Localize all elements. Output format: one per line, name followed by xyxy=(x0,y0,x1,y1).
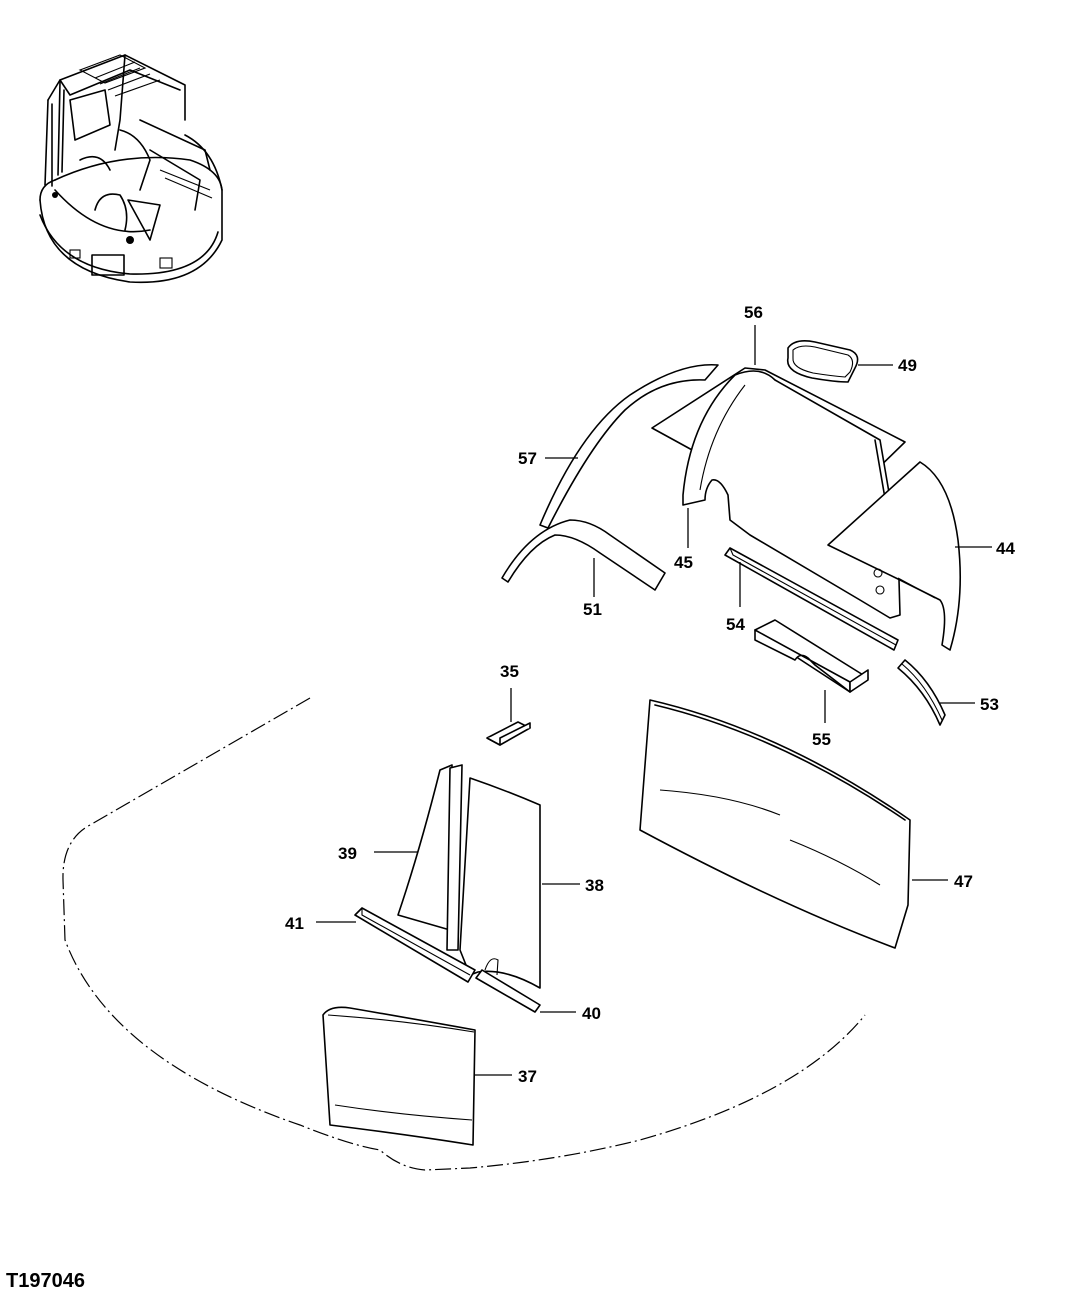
callout-55: 55 xyxy=(812,730,831,749)
part-53 xyxy=(897,659,946,726)
callout-40: 40 xyxy=(582,1004,601,1023)
callout-39: 39 xyxy=(338,844,357,863)
callout-37: 37 xyxy=(518,1067,537,1086)
callout-51: 51 xyxy=(583,600,602,619)
callout-38: 38 xyxy=(585,876,604,895)
part-47 xyxy=(639,699,911,949)
part-41 xyxy=(354,907,476,983)
callout-35: 35 xyxy=(500,662,519,681)
machine-overview-illustration xyxy=(39,54,223,284)
callout-labels: 56 49 57 44 45 51 54 53 55 35 39 38 47 4… xyxy=(285,303,1015,1086)
part-55 xyxy=(754,619,869,693)
callout-41: 41 xyxy=(285,914,304,933)
part-37 xyxy=(322,1006,476,1146)
upperstructure-frame-outline xyxy=(62,697,866,1171)
part-54 xyxy=(724,547,899,651)
callout-54: 54 xyxy=(726,615,745,634)
part-35 xyxy=(486,721,531,746)
callout-56: 56 xyxy=(744,303,763,322)
callout-44: 44 xyxy=(996,539,1015,558)
part-49 xyxy=(786,340,859,383)
part-38 xyxy=(459,777,541,989)
part-51 xyxy=(501,519,666,591)
figure-id: T197046 xyxy=(6,1270,85,1292)
part-44 xyxy=(827,461,961,651)
part-39 xyxy=(397,764,463,951)
callout-45: 45 xyxy=(674,553,693,572)
leader-lines xyxy=(316,325,992,1076)
part-40 xyxy=(475,969,541,1013)
callout-53: 53 xyxy=(980,695,999,714)
callout-57: 57 xyxy=(518,449,537,468)
part-57 xyxy=(539,363,719,529)
callout-47: 47 xyxy=(954,872,973,891)
callout-49: 49 xyxy=(898,356,917,375)
